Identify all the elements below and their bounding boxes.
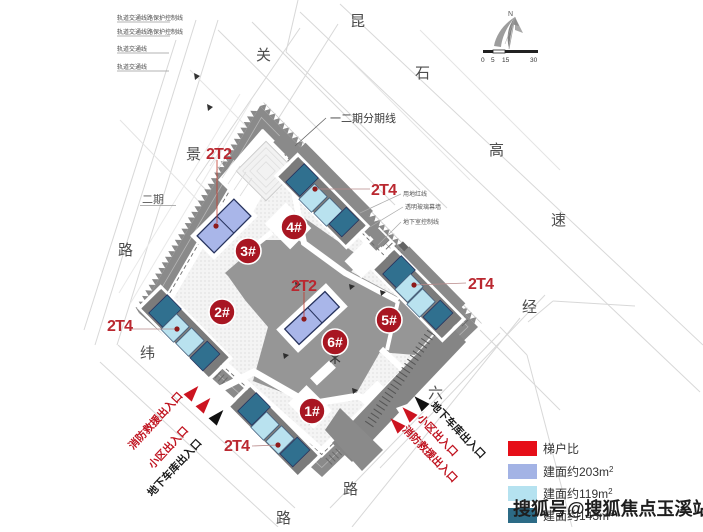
svg-text:轨道交通线: 轨道交通线 <box>117 63 147 71</box>
svg-text:2#: 2# <box>214 304 230 320</box>
svg-text:搜狐号@搜狐焦点玉溪站: 搜狐号@搜狐焦点玉溪站 <box>513 498 703 519</box>
svg-text:0: 0 <box>481 57 485 64</box>
svg-text:路: 路 <box>118 242 133 259</box>
svg-text:建面约143m2: 建面约143m2 <box>543 508 614 523</box>
svg-text:高: 高 <box>489 142 504 159</box>
svg-text:2T4: 2T4 <box>371 182 397 199</box>
svg-text:建面约203m2: 建面约203m2 <box>543 464 614 479</box>
svg-text:2T2: 2T2 <box>291 278 317 295</box>
svg-text:1#: 1# <box>304 403 320 419</box>
svg-text:景: 景 <box>186 146 201 163</box>
svg-text:3#: 3# <box>240 243 256 259</box>
svg-text:5: 5 <box>491 57 495 64</box>
svg-text:30: 30 <box>530 57 538 64</box>
svg-text:纬: 纬 <box>140 345 155 362</box>
svg-text:5#: 5# <box>381 312 397 328</box>
svg-text:6#: 6# <box>327 334 343 350</box>
svg-text:二期: 二期 <box>142 193 164 206</box>
svg-text:2T4: 2T4 <box>224 438 250 455</box>
svg-text:轨道交通线: 轨道交通线 <box>117 45 147 53</box>
svg-text:用地红线: 用地红线 <box>403 190 427 198</box>
svg-text:速: 速 <box>551 212 566 229</box>
svg-text:2T4: 2T4 <box>468 276 494 293</box>
svg-text:2T2: 2T2 <box>206 146 232 163</box>
svg-text:经: 经 <box>522 299 537 316</box>
svg-text:昆: 昆 <box>350 13 365 30</box>
svg-text:一二期分期线: 一二期分期线 <box>330 111 396 125</box>
svg-text:梯户比: 梯户比 <box>543 441 579 456</box>
svg-text:石: 石 <box>415 65 430 82</box>
svg-text:关: 关 <box>256 47 271 64</box>
svg-text:透明玻璃幕墙: 透明玻璃幕墙 <box>405 203 441 211</box>
svg-text:4#: 4# <box>286 219 302 235</box>
svg-text:N: N <box>508 11 513 18</box>
svg-text:2T4: 2T4 <box>107 318 133 335</box>
svg-text:六: 六 <box>428 385 443 402</box>
svg-text:轨道交通线路保护控制线: 轨道交通线路保护控制线 <box>117 14 183 22</box>
svg-text:地下室控制线: 地下室控制线 <box>403 218 439 226</box>
svg-text:建面约119m2: 建面约119m2 <box>543 486 613 501</box>
svg-text:路: 路 <box>276 510 291 527</box>
svg-text:轨道交通线路保护控制线: 轨道交通线路保护控制线 <box>117 28 183 36</box>
svg-text:路: 路 <box>343 481 358 498</box>
svg-text:15: 15 <box>502 57 510 64</box>
